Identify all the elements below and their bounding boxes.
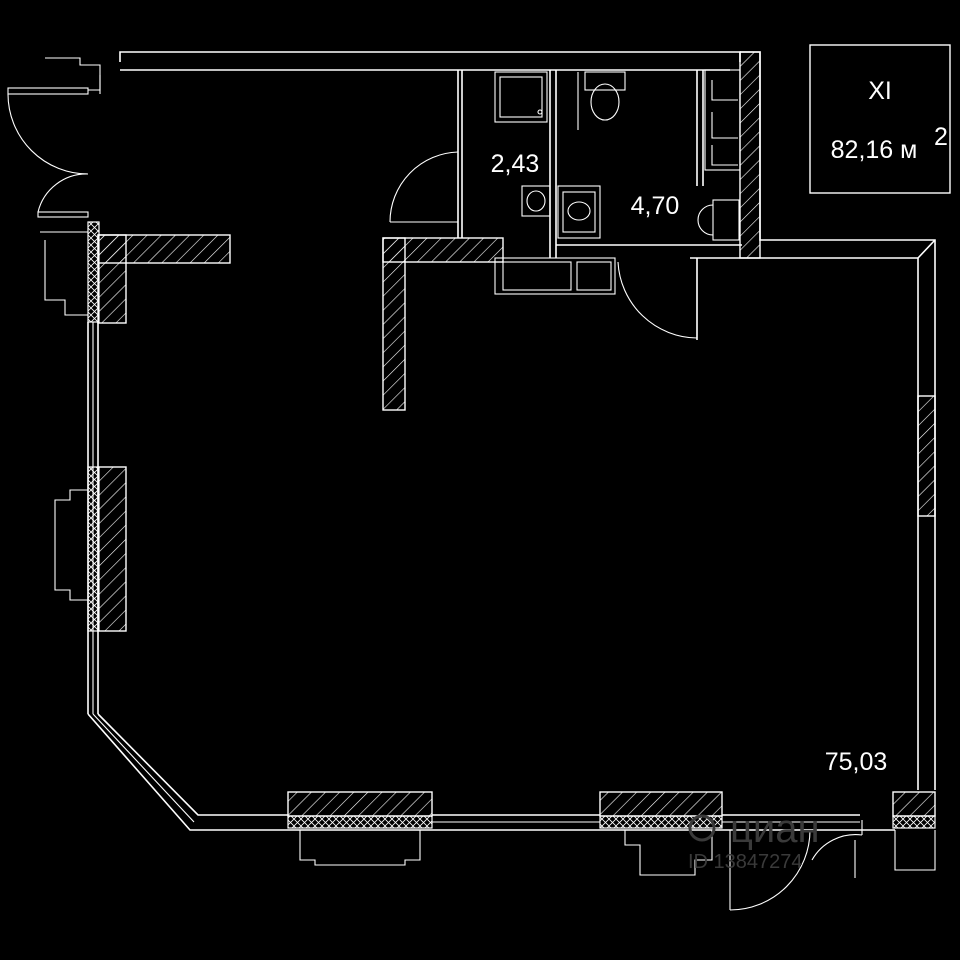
- room-area-main-space: 75,03: [825, 748, 888, 776]
- apartment-total-area: 82,16 м: [831, 136, 918, 164]
- ventilation-shafts: [704, 69, 741, 171]
- room-area-bathroom-2: 4,70: [631, 192, 680, 220]
- structural-columns: [87, 51, 936, 829]
- area-unit-superscript: 2: [934, 123, 948, 151]
- washbasin-2: [557, 185, 601, 239]
- watermark-brand: циан: [730, 807, 820, 851]
- kitchen-counters: [494, 257, 616, 295]
- balcony-door: [729, 820, 863, 911]
- washing-machine: [697, 199, 740, 241]
- bathroom-2-door: [617, 258, 698, 339]
- toilet: [577, 71, 626, 130]
- bathroom-partitions: [457, 70, 742, 340]
- washbasin-1: [521, 185, 551, 217]
- apartment-section-number: XI: [868, 77, 892, 105]
- room-area-bathroom-1: 2,43: [491, 150, 540, 178]
- watermark-id: ID 13847274: [688, 851, 803, 873]
- shower-tray: [494, 71, 548, 123]
- entrance-doors: [7, 75, 101, 218]
- watermark: циан ID 13847274: [688, 807, 820, 873]
- radiators: [40, 57, 936, 876]
- apartment-info-box: XI 82,16 м 2: [809, 44, 951, 194]
- bathroom-1-door: [389, 151, 459, 223]
